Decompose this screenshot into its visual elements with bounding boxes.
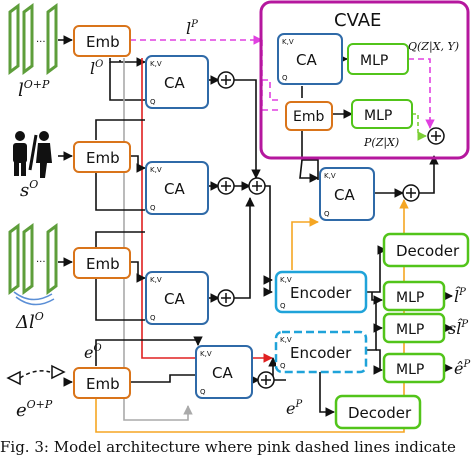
encoder-block-1: K,V Q Encoder [274, 270, 368, 314]
emb-label-1: Emb [86, 33, 120, 51]
emb-label-4: Emb [86, 375, 120, 393]
cvae-sum-plus [431, 131, 441, 141]
input-delta-l: ΔlO [15, 310, 44, 333]
encoder-q-port-1: Q [280, 302, 286, 310]
ca-q-port-3: Q [150, 314, 156, 322]
sum-node-3 [217, 289, 235, 307]
emb-block-3: Emb [73, 247, 131, 279]
ca-q-port-4: Q [200, 388, 206, 396]
emb-label-2: Emb [86, 149, 120, 167]
cvae-ca-q-port: Q [282, 74, 288, 82]
emb-block-4: Emb [73, 367, 131, 399]
encoder-kv-port-1: K,V [280, 276, 292, 284]
pedestrian-icon [13, 131, 52, 178]
ellipsis-delta: ... [36, 254, 46, 265]
encoder-kv-port-2: K,V [280, 336, 292, 344]
input-e-op: eO+P [16, 398, 53, 421]
decoder-label-2: Decoder [348, 404, 412, 422]
cvae-emb-block [285, 101, 333, 131]
encoder-label-1: Encoder [290, 284, 352, 302]
camera-trajectory-icon [6, 364, 66, 386]
ca-block-2: K,V Q CA [145, 161, 209, 215]
ca-label-5: CA [334, 186, 355, 204]
output-e-hat: êP [454, 359, 470, 378]
output-s-hat: sl̂P [448, 319, 468, 338]
output-l-hat: l̂P [454, 287, 466, 306]
ca-q-port-1: Q [150, 98, 156, 106]
ca-q-port-5: Q [324, 210, 330, 218]
cvae-mlp-q-block [347, 43, 409, 75]
sum-node-merge [248, 177, 266, 195]
ca-block-4: K,V Q CA [195, 345, 253, 399]
decoder-block-2: Decoder [334, 394, 422, 430]
lane-icon-delta [8, 223, 58, 295]
cvae-title: CVAE [334, 10, 381, 31]
decoder-block-1: Decoder [382, 232, 470, 268]
edge-label-lP: lP [186, 19, 198, 38]
ca-kv-port-5: K,V [324, 172, 336, 180]
encoder-q-port-2: Q [280, 362, 286, 370]
encoder-block-2: K,V Q Encoder [274, 330, 368, 374]
p-dist-label: P(Z|X) [363, 136, 399, 150]
ca-block-5: K,V Q CA [319, 167, 375, 221]
ca-label-1: CA [164, 74, 185, 92]
edge-label-lO: lO [90, 59, 103, 78]
ca-label-3: CA [164, 290, 185, 308]
ca-kv-port-4: K,V [200, 350, 212, 358]
edge-label-eP: eP [286, 399, 302, 418]
ca-kv-port-3: K,V [150, 276, 162, 284]
mlp-block-e: MLP [382, 352, 446, 384]
ca-label-2: CA [164, 180, 185, 198]
cvae-container [259, 0, 470, 160]
input-l-op: lO+P [18, 78, 50, 101]
mlp-block-l: MLP [382, 280, 446, 312]
delta-arc-2 [15, 296, 55, 306]
cvae-ca-label: CA [296, 51, 317, 69]
ellipsis-top: ... [36, 34, 46, 45]
sum-node-2 [217, 177, 235, 195]
ca-label-4: CA [212, 364, 233, 382]
encoder-label-2: Encoder [290, 344, 352, 362]
figure-caption: Fig. 3: Model architecture where pink da… [0, 439, 456, 455]
lane-icon-top [8, 3, 58, 75]
cvae-mlp-p-block [351, 99, 413, 129]
ca-kv-port-2: K,V [150, 166, 162, 174]
mlp-label-s: MLP [396, 322, 424, 338]
mlp-label-l: MLP [396, 290, 424, 306]
ca-block-1: K,V Q CA [145, 55, 209, 109]
q-dist-label: Q(Z|X, Y) [408, 40, 459, 54]
sum-node-4 [257, 371, 275, 389]
cvae-mlp-p-label: MLP [364, 108, 392, 124]
emb-block-1: Emb [73, 25, 131, 57]
decoder-label-1: Decoder [396, 242, 460, 260]
ca-q-port-2: Q [150, 204, 156, 212]
delta-arc-1 [13, 291, 53, 301]
mlp-label-e: MLP [396, 362, 424, 378]
cvae-emb-label: Emb [293, 109, 324, 125]
edge-label-eO: eO [84, 343, 102, 362]
emb-label-3: Emb [86, 255, 120, 273]
sum-node-1 [217, 71, 235, 89]
ca-block-3: K,V Q CA [145, 271, 209, 325]
input-s-o: sO [20, 178, 38, 201]
sum-node-5 [402, 184, 420, 202]
emb-block-2: Emb [73, 141, 131, 173]
ca-kv-port-1: K,V [150, 60, 162, 68]
mlp-block-s: MLP [382, 312, 446, 344]
cvae-ca-kv-port: K,V [282, 38, 294, 46]
cvae-mlp-q-label: MLP [360, 53, 388, 69]
cvae-ca-block [277, 33, 343, 85]
